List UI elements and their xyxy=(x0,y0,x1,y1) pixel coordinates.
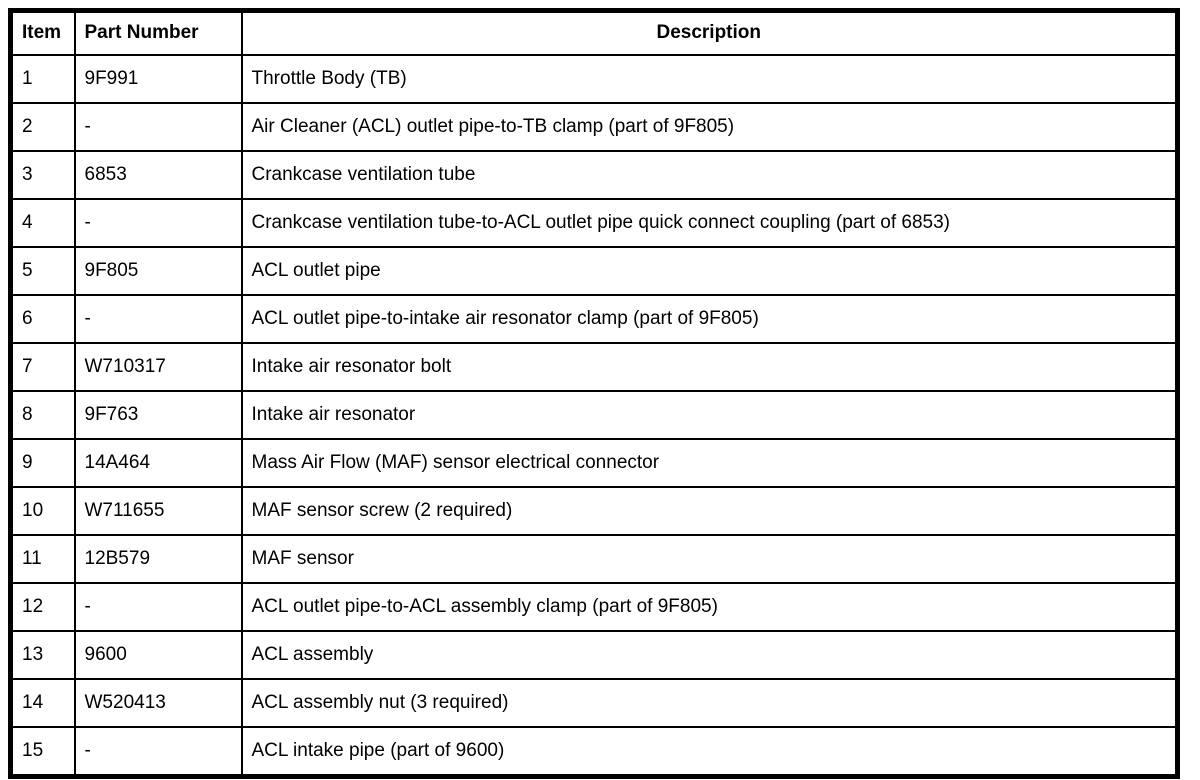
item-cell: 8 xyxy=(9,390,76,440)
item-cell: 6 xyxy=(9,294,76,344)
table-row: 5 9F805 ACL outlet pipe xyxy=(9,246,1179,296)
table-row: 6 - ACL outlet pipe-to-intake air resona… xyxy=(9,294,1179,344)
description-cell: ACL assembly xyxy=(240,630,1179,680)
part-number-cell: - xyxy=(73,726,243,778)
table-row: 10 W711655 MAF sensor screw (2 required) xyxy=(9,486,1179,536)
parts-table-header: Item Part Number Description xyxy=(9,9,1179,56)
table-row: 7 W710317 Intake air resonator bolt xyxy=(9,342,1179,392)
table-row: 1 9F991 Throttle Body (TB) xyxy=(9,54,1179,104)
item-cell: 7 xyxy=(9,342,76,392)
table-row: 11 12B579 MAF sensor xyxy=(9,534,1179,584)
description-cell: MAF sensor screw (2 required) xyxy=(240,486,1179,536)
description-cell: Crankcase ventilation tube xyxy=(240,150,1179,200)
table-row: 9 14A464 Mass Air Flow (MAF) sensor elec… xyxy=(9,438,1179,488)
description-cell: Air Cleaner (ACL) outlet pipe-to-TB clam… xyxy=(240,102,1179,152)
part-number-cell: - xyxy=(73,198,243,248)
table-row: 8 9F763 Intake air resonator xyxy=(9,390,1179,440)
description-column-header: Description xyxy=(240,9,1179,56)
part-number-cell: W711655 xyxy=(73,486,243,536)
table-row: 14 W520413 ACL assembly nut (3 required) xyxy=(9,678,1179,728)
part-number-column-header: Part Number xyxy=(73,9,243,56)
table-row: 15 - ACL intake pipe (part of 9600) xyxy=(9,726,1179,778)
parts-table-body: 1 9F991 Throttle Body (TB) 2 - Air Clean… xyxy=(9,54,1179,778)
part-number-cell: - xyxy=(73,294,243,344)
description-cell: Throttle Body (TB) xyxy=(240,54,1179,104)
parts-table: Item Part Number Description 1 9F991 Thr… xyxy=(8,8,1180,779)
item-cell: 15 xyxy=(9,726,76,778)
item-cell: 3 xyxy=(9,150,76,200)
item-cell: 2 xyxy=(9,102,76,152)
description-cell: Crankcase ventilation tube-to-ACL outlet… xyxy=(240,198,1179,248)
description-cell: Mass Air Flow (MAF) sensor electrical co… xyxy=(240,438,1179,488)
description-cell: ACL assembly nut (3 required) xyxy=(240,678,1179,728)
table-row: 4 - Crankcase ventilation tube-to-ACL ou… xyxy=(9,198,1179,248)
item-cell: 11 xyxy=(9,534,76,584)
header-row: Item Part Number Description xyxy=(9,9,1179,56)
description-cell: Intake air resonator xyxy=(240,390,1179,440)
table-row: 12 - ACL outlet pipe-to-ACL assembly cla… xyxy=(9,582,1179,632)
description-cell: ACL outlet pipe xyxy=(240,246,1179,296)
item-cell: 5 xyxy=(9,246,76,296)
item-cell: 9 xyxy=(9,438,76,488)
part-number-cell: 14A464 xyxy=(73,438,243,488)
description-cell: Intake air resonator bolt xyxy=(240,342,1179,392)
item-cell: 1 xyxy=(9,54,76,104)
part-number-cell: W710317 xyxy=(73,342,243,392)
item-column-header: Item xyxy=(9,9,76,56)
part-number-cell: 9F763 xyxy=(73,390,243,440)
part-number-cell: 9F991 xyxy=(73,54,243,104)
table-row: 13 9600 ACL assembly xyxy=(9,630,1179,680)
part-number-cell: - xyxy=(73,102,243,152)
part-number-cell: - xyxy=(73,582,243,632)
part-number-cell: 9600 xyxy=(73,630,243,680)
part-number-cell: 6853 xyxy=(73,150,243,200)
description-cell: ACL outlet pipe-to-intake air resonator … xyxy=(240,294,1179,344)
table-row: 3 6853 Crankcase ventilation tube xyxy=(9,150,1179,200)
item-cell: 14 xyxy=(9,678,76,728)
item-cell: 13 xyxy=(9,630,76,680)
item-cell: 12 xyxy=(9,582,76,632)
description-cell: ACL outlet pipe-to-ACL assembly clamp (p… xyxy=(240,582,1179,632)
item-cell: 4 xyxy=(9,198,76,248)
description-cell: ACL intake pipe (part of 9600) xyxy=(240,726,1179,778)
part-number-cell: W520413 xyxy=(73,678,243,728)
part-number-cell: 12B579 xyxy=(73,534,243,584)
table-row: 2 - Air Cleaner (ACL) outlet pipe-to-TB … xyxy=(9,102,1179,152)
part-number-cell: 9F805 xyxy=(73,246,243,296)
item-cell: 10 xyxy=(9,486,76,536)
description-cell: MAF sensor xyxy=(240,534,1179,584)
